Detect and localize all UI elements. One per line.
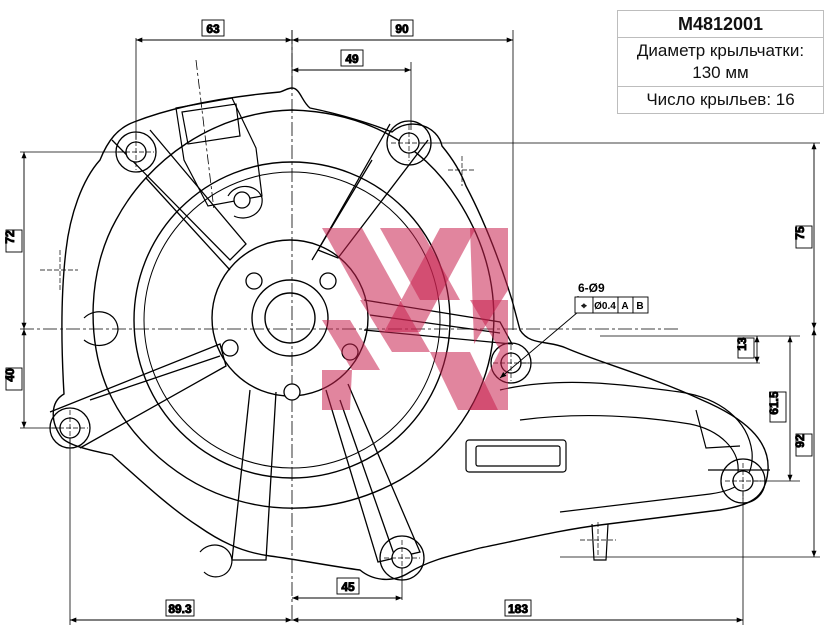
dim-89-3: 89.3 xyxy=(168,602,192,616)
dim-90: 90 xyxy=(395,22,409,36)
datum-b: B xyxy=(636,301,643,312)
impeller-diameter-label: Диаметр крыльчатки: xyxy=(636,41,805,60)
dim-49: 49 xyxy=(345,52,359,66)
inlet-boss xyxy=(83,59,263,578)
dim-72: 72 xyxy=(3,230,17,244)
mounting-arms xyxy=(49,123,514,563)
dim-63: 63 xyxy=(206,22,220,36)
extension-lines xyxy=(20,30,820,625)
datum-a: A xyxy=(621,301,628,312)
watermark-logo xyxy=(322,228,508,410)
dimension-lines xyxy=(21,37,817,623)
dim-13: 13 xyxy=(735,337,749,351)
impeller-diameter-value: 130 мм xyxy=(692,63,749,82)
dimension-labels: 63 90 49 72 40 75 13 61.5 92 45 89.3 183 xyxy=(3,19,813,617)
dim-183: 183 xyxy=(508,602,528,616)
hole-callout-label: 6-Ø9 xyxy=(578,281,605,295)
outlet-pipe xyxy=(465,381,770,561)
tolerance-value: Ø0.4 xyxy=(594,301,616,312)
dim-92: 92 xyxy=(793,434,807,448)
part-info-table: M4812001 Диаметр крыльчатки: 130 мм Числ… xyxy=(617,10,824,114)
hole-callout: 6-Ø9 ⌖ Ø0.4 A B xyxy=(574,281,649,314)
impeller-diameter: Диаметр крыльчатки: 130 мм xyxy=(618,38,823,87)
part-number: M4812001 xyxy=(618,11,823,38)
blade-count: Число крыльев: 16 xyxy=(646,90,795,109)
position-tolerance-icon: ⌖ xyxy=(580,301,587,312)
dim-45: 45 xyxy=(341,580,355,594)
dim-61-5: 61.5 xyxy=(767,391,781,415)
pump-housing xyxy=(52,87,769,580)
dim-40: 40 xyxy=(3,368,17,382)
dim-75: 75 xyxy=(793,226,807,240)
